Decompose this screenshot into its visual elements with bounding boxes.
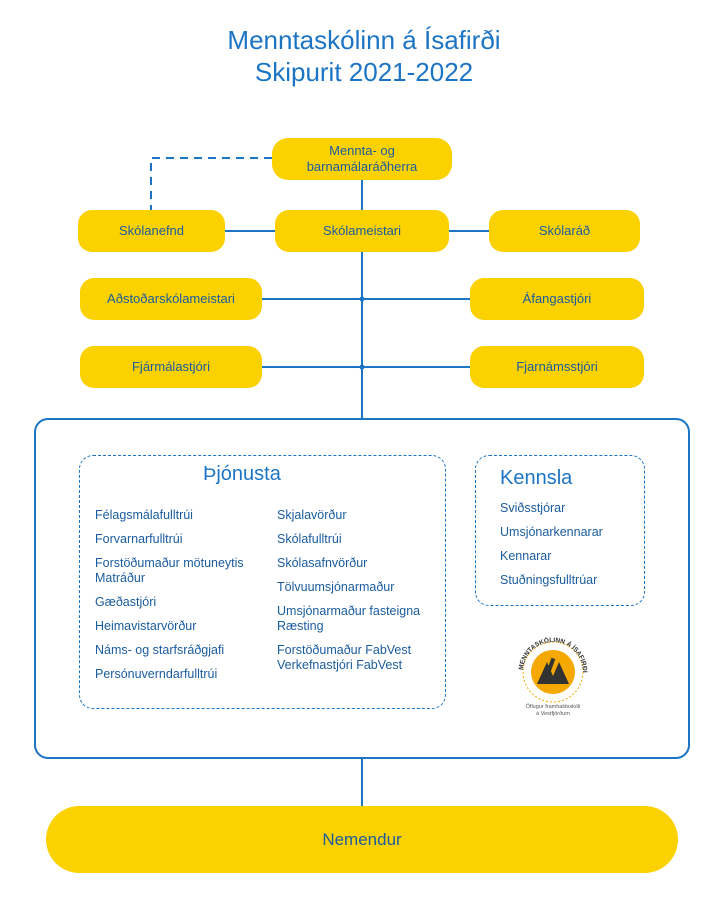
node-course-director: Áfangastjóri [470, 278, 644, 320]
node-board: Skólanefnd [78, 210, 225, 252]
list-item: Skjalavörður [277, 508, 347, 522]
logo-tagline-1: Öflugur framhaldsskóli [526, 703, 581, 710]
list-item: Skólafulltrúi [277, 532, 342, 546]
service-list-left: Félagsmálafulltrúi Forvarnarfulltrúi For… [95, 508, 244, 682]
line-minister-board-dashed [150, 157, 272, 210]
list-item: Umsjónarkennarar [500, 525, 603, 539]
node-minister-line1: Mennta- og [329, 143, 395, 158]
node-finance-director: Fjármálastjóri [80, 346, 262, 388]
list-item: Félagsmálafulltrúi [95, 508, 193, 522]
junction-dot-2 [359, 364, 365, 370]
teaching-group [475, 455, 645, 606]
list-item: Persónuverndarfulltrúi [95, 667, 218, 681]
logo-tagline-2: á Vestfjörðum [536, 710, 570, 717]
node-deputy: Aðstoðarskólameistari [80, 278, 262, 320]
school-logo: MENNTASKÓLINN Á ÍSAFIRÐI Öflugur framhal… [518, 635, 588, 717]
chart-title: Menntaskólinn á Ísafirði [227, 25, 501, 55]
node-minister: Mennta- og barnamálaráðherra [272, 138, 452, 180]
list-item: Kennarar [500, 549, 552, 563]
node-academic-director: Fjarnámsstjóri [470, 346, 644, 388]
list-item: Náms- og starfsráðgjafi [95, 643, 225, 657]
service-list-right: Skjalavörður Skólafulltrúi Skólasafnvörð… [277, 508, 420, 673]
list-item: Sviðsstjórar [500, 501, 566, 515]
list-item: Stuðningsfulltrúar [500, 573, 598, 587]
service-group [79, 455, 446, 709]
junction-dot-1 [359, 296, 365, 302]
node-headmaster: Skólameistari [275, 210, 449, 252]
node-council: Skólaráð [489, 210, 640, 252]
list-item: Forvarnarfulltrúi [95, 532, 183, 546]
staff-container [34, 418, 690, 759]
list-item: Heimavistarvörður [95, 619, 197, 633]
list-item: Skólasafnvörður [277, 556, 368, 570]
logo-mark [537, 662, 569, 684]
list-item: Gæðastjóri [95, 595, 157, 609]
service-heading: Þjónusta [203, 463, 281, 485]
teaching-list: Sviðsstjórar Umsjónarkennarar Kennarar S… [500, 501, 603, 588]
list-item: Tölvuumsjónarmaður [277, 580, 395, 594]
logo-sun [531, 650, 575, 694]
teaching-heading: Kennsla [500, 467, 573, 489]
node-students: Nemendur [46, 806, 678, 873]
node-minister-line2: barnamálaráðherra [306, 159, 418, 174]
chart-subtitle: Skipurit 2021-2022 [254, 57, 474, 87]
